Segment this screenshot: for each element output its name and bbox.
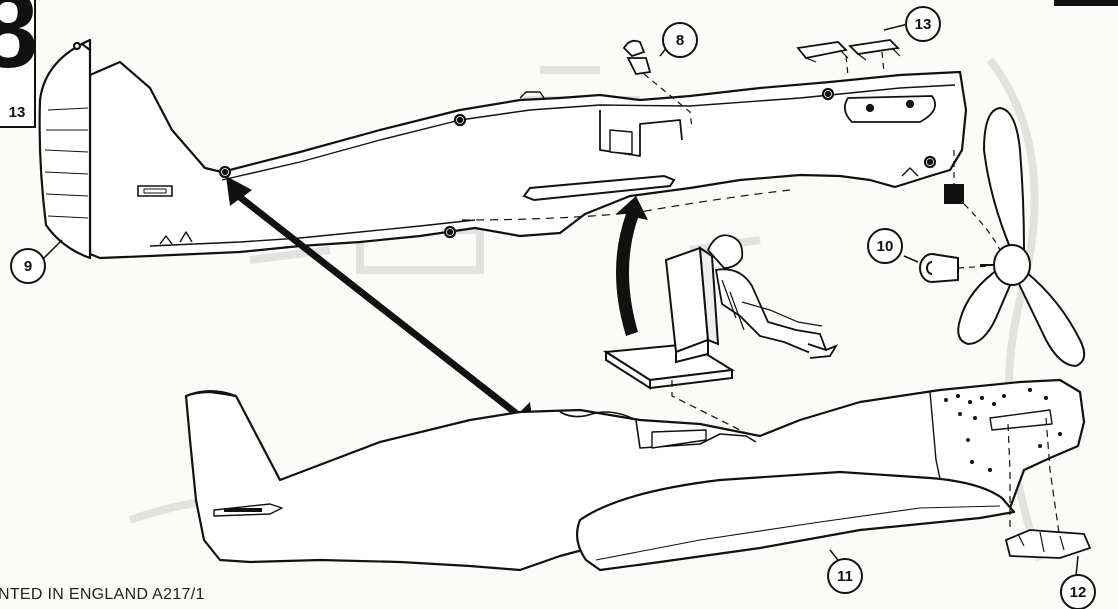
spinner-backplate <box>944 184 964 204</box>
step-number-box: 8 <box>0 0 36 102</box>
leader-10 <box>904 256 918 262</box>
footer-print-code: NTED IN ENGLAND A217/1 <box>0 586 205 604</box>
dashed-guide-exhaust <box>846 52 884 76</box>
leader-12 <box>1076 556 1078 576</box>
callout-label-12: 12 <box>1070 584 1087 601</box>
lower-fuselage <box>186 380 1084 570</box>
leader-11 <box>830 550 838 560</box>
callout-label-13: 13 <box>915 16 932 33</box>
callout-label-11: 11 <box>837 568 853 585</box>
step-number: 8 <box>0 0 36 84</box>
callout-label-10: 10 <box>877 238 894 255</box>
part-12-radiator <box>1006 530 1090 558</box>
fuselage-half <box>40 40 966 258</box>
propeller <box>958 108 1084 366</box>
callout-label-8: 8 <box>676 32 684 49</box>
callout-label-9: 9 <box>24 258 32 275</box>
pilot-figure <box>708 235 836 358</box>
leader-13 <box>884 24 908 30</box>
step-reference: 13 <box>0 100 36 128</box>
part-10-spinner <box>920 254 958 282</box>
part-13-exhausts <box>798 40 900 62</box>
part-8-gunsight <box>624 41 650 74</box>
cockpit-arrow <box>616 196 648 336</box>
dashed-guide-spinner <box>958 266 990 268</box>
top-edge-bar <box>1054 0 1118 6</box>
